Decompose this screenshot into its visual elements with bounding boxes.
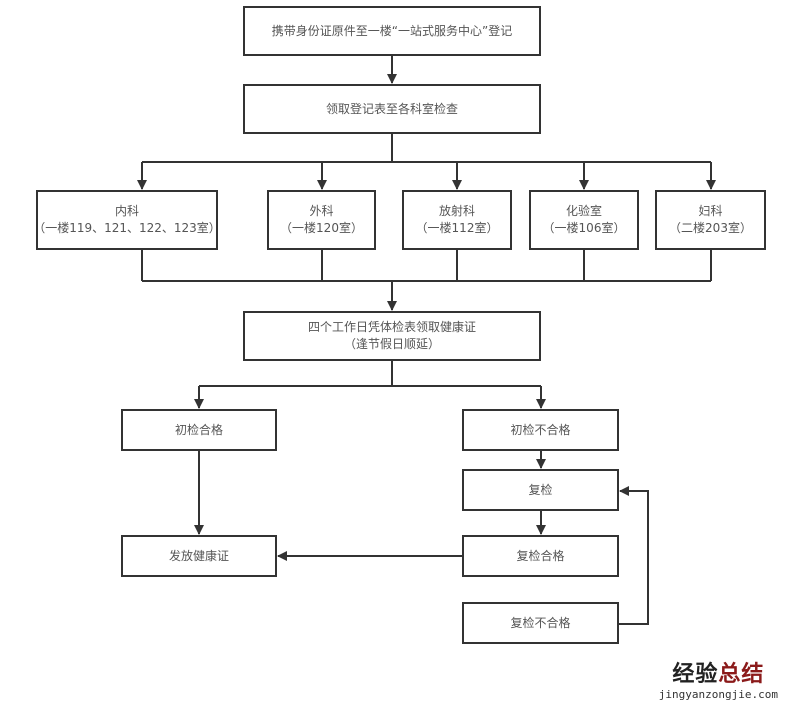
department-name: 化验室	[565, 204, 602, 218]
department-name: 放射科	[438, 204, 475, 218]
step-collect-form-label: 领取登记表至各科室检查	[325, 101, 458, 116]
watermark-title-part2: 总结	[718, 662, 765, 687]
department-name: 外科	[309, 204, 334, 218]
result-recheck-fail-label: 复检不合格	[510, 615, 571, 630]
step-register-id: 携带身份证原件至一楼“一站式服务中心”登记	[243, 6, 541, 56]
result-fail-initial: 初检不合格	[462, 409, 619, 451]
department-gynecology: 妇科 （二楼203室）	[655, 190, 766, 250]
step-issue-certificate-label: 发放健康证	[168, 548, 229, 563]
department-radiology: 放射科 （一楼112室）	[402, 190, 512, 250]
watermark-url: jingyanzongjie.com	[658, 688, 778, 701]
department-surgery: 外科 （一楼120室）	[267, 190, 376, 250]
result-pass-initial-label: 初检合格	[174, 422, 223, 437]
step-collect-form: 领取登记表至各科室检查	[243, 84, 541, 134]
step-collect-certificate-line2: （逢节假日顺延）	[343, 337, 440, 351]
result-recheck-pass-label: 复检合格	[516, 548, 565, 563]
department-room: （二楼203室）	[669, 221, 752, 235]
result-fail-initial-label: 初检不合格	[510, 422, 571, 437]
watermark-title-part1: 经验	[672, 662, 719, 687]
result-recheck-fail: 复检不合格	[462, 602, 619, 644]
step-register-id-label: 携带身份证原件至一楼“一站式服务中心”登记	[271, 23, 513, 38]
department-name: 内科	[114, 204, 139, 218]
department-laboratory: 化验室 （一楼106室）	[529, 190, 639, 250]
step-issue-certificate: 发放健康证	[121, 535, 277, 577]
department-room: （一楼106室）	[542, 221, 626, 235]
watermark-title: 经验总结	[659, 662, 778, 688]
step-recheck-label: 复检	[528, 482, 553, 497]
connector-step3-split-bus	[199, 361, 541, 387]
step-collect-certificate: 四个工作日凭体检表领取健康证 （逢节假日顺延）	[243, 311, 541, 361]
department-room: （一楼119、121、122、123室）	[33, 221, 221, 235]
watermark-logo: 经验总结 jingyanzongjie.com	[659, 662, 778, 701]
department-name: 妇科	[698, 204, 723, 218]
step-collect-certificate-line1: 四个工作日凭体检表领取健康证	[307, 320, 476, 334]
department-room: （一楼112室）	[415, 221, 499, 235]
connector-departments-merge-bus	[141, 250, 712, 282]
result-recheck-pass: 复检合格	[462, 535, 619, 577]
connector-step2-to-departments-trunk	[142, 134, 711, 163]
result-pass-initial: 初检合格	[121, 409, 277, 451]
department-internal-medicine: 内科 （一楼119、121、122、123室）	[33, 190, 221, 250]
department-room: （一楼120室）	[280, 221, 363, 235]
step-recheck: 复检	[462, 469, 619, 511]
arrow-recheck-fail-loop-to-recheck	[619, 486, 649, 625]
